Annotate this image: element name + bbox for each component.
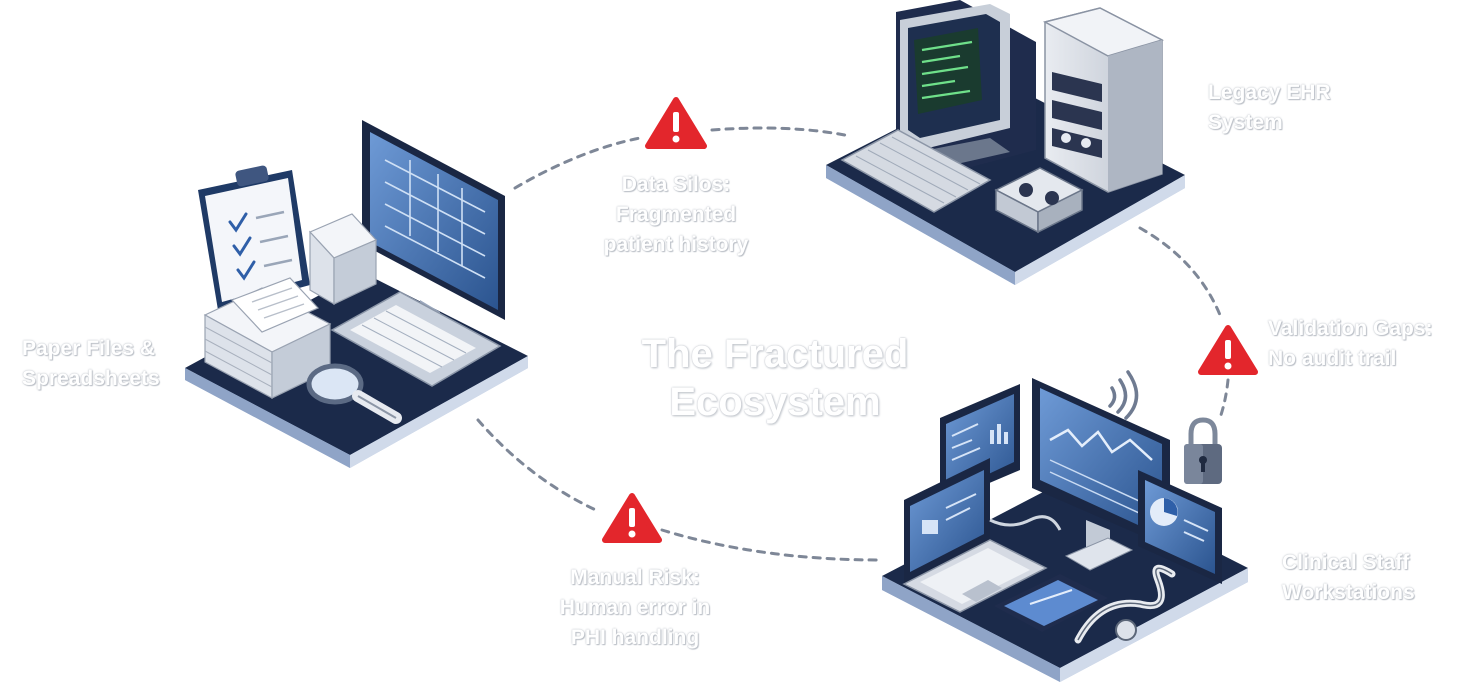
- node-label-legacy-ehr: Legacy EHR System: [1208, 81, 1331, 134]
- warning-triangle-icon: [1198, 325, 1258, 375]
- diagram-title: The Fractured Ecosystem: [641, 332, 909, 424]
- connectors: [476, 126, 1230, 562]
- spreadsheet-monitor: [362, 120, 505, 332]
- laptop: [902, 458, 1048, 613]
- cable: [989, 515, 1062, 531]
- paper-stacks: [203, 213, 378, 400]
- keyboard: [330, 291, 502, 387]
- legacy-ehr-platform: [826, 0, 1185, 285]
- connector-validation-to-clinical: [1218, 378, 1230, 420]
- connector-manual-to-clinical: [660, 528, 882, 562]
- wifi-icon: [1108, 370, 1139, 420]
- analytics-monitor: [1032, 378, 1170, 571]
- legacy-keyboard: [840, 129, 992, 213]
- connector-paper-to-legacy: [513, 136, 642, 190]
- stethoscope-icon: [1074, 564, 1176, 644]
- node-label-clinical-staff: Clinical Staff Workstations: [1282, 551, 1415, 604]
- tablet: [994, 574, 1108, 632]
- warning-label-data-silos: Data Silos: Fragmented patient history: [603, 173, 749, 256]
- warning-triangle-icon: [602, 493, 662, 543]
- connector-silos-to-legacy: [710, 126, 852, 138]
- connector-paper-to-manual: [476, 418, 602, 514]
- tape-drive: [994, 167, 1084, 234]
- pie-chart-monitor: [1138, 470, 1222, 584]
- node-label-paper-files: Paper Files & Spreadsheets: [22, 337, 160, 390]
- crt-monitor: [896, 0, 1036, 170]
- clinical-workstations-platform: [882, 378, 1248, 682]
- padlock-icon: [1184, 417, 1222, 484]
- warning-label-validation-gaps: Validation Gaps: No audit trail: [1268, 317, 1433, 370]
- warning-triangle-icon: [645, 97, 707, 149]
- connector-legacy-to-validation: [1138, 226, 1224, 322]
- warning-label-manual-risk: Manual Risk: Human error in PHI handling: [559, 566, 711, 649]
- server-tower: [1042, 7, 1165, 193]
- clipboard: [198, 165, 310, 310]
- paper-files-platform: [185, 120, 528, 468]
- magnifier-icon: [306, 363, 402, 424]
